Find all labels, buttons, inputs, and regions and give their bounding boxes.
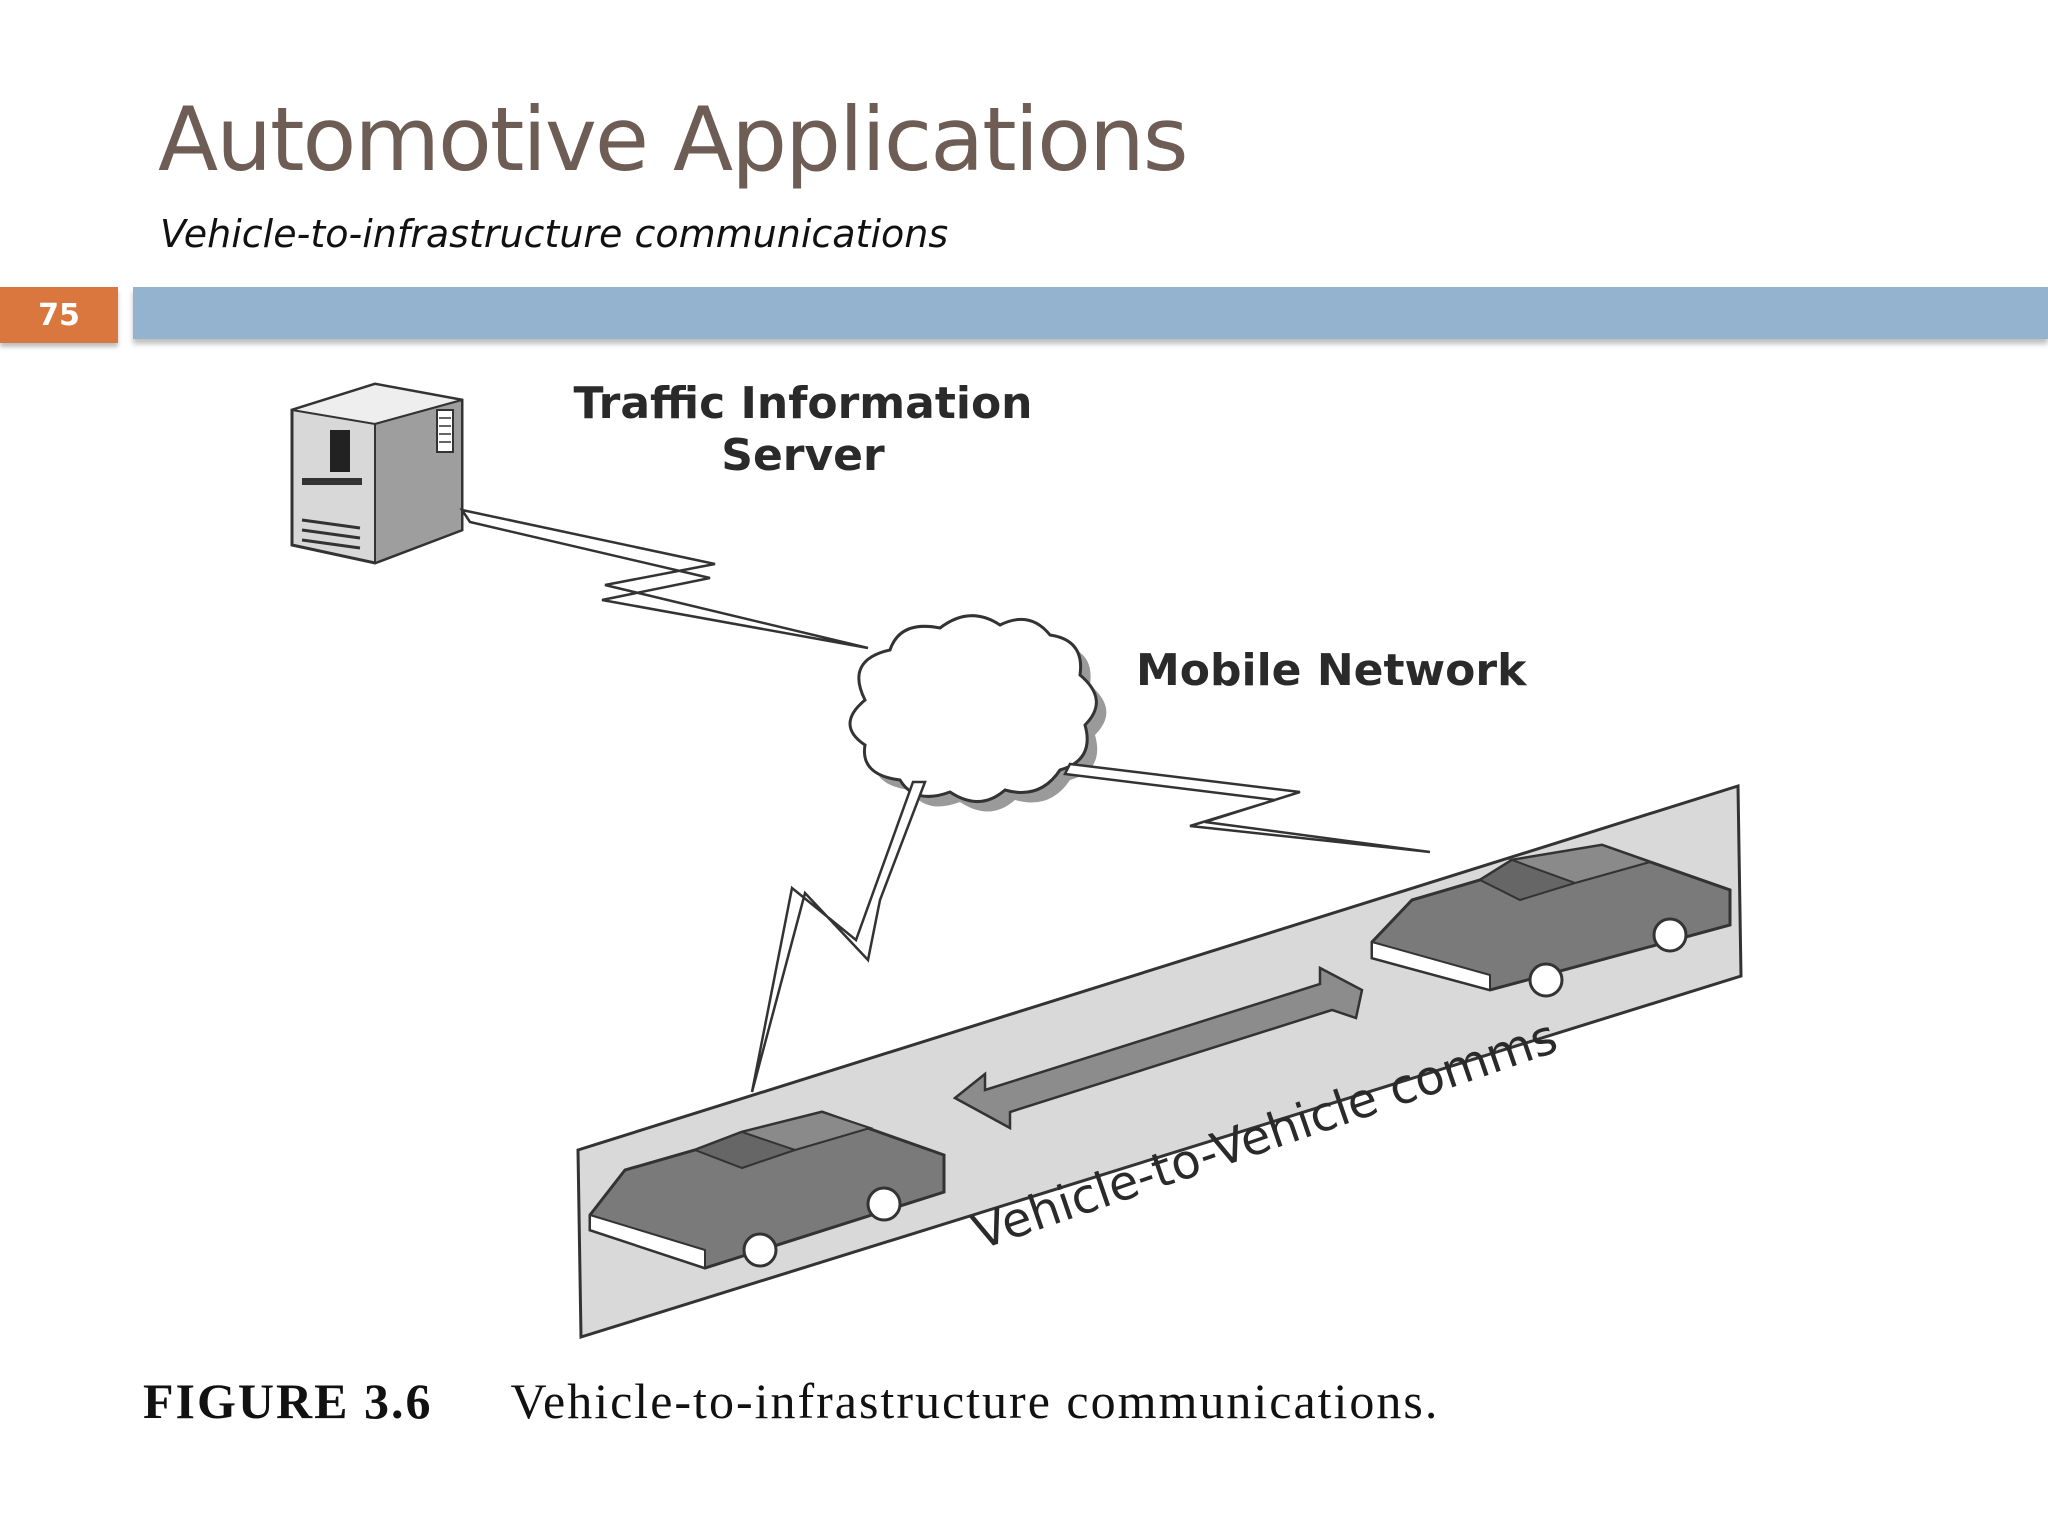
server-label-line1: Traffic Information — [573, 378, 1032, 429]
wireless-link-car-right — [1063, 762, 1431, 854]
wireless-link-server — [459, 508, 869, 650]
slide-title: Automotive Applications — [158, 88, 1189, 191]
title-divider-bar — [133, 287, 2048, 339]
figure-caption: FIGURE 3.6 Vehicle-to-infrastructure comm… — [143, 1372, 1439, 1430]
slide-subtitle: Vehicle-to-infrastructure communications — [160, 212, 949, 256]
figure-number: FIGURE 3.6 — [143, 1373, 433, 1429]
car-left-icon — [588, 1110, 946, 1270]
network-label: Mobile Network — [1136, 645, 1528, 696]
server-icon — [290, 382, 464, 565]
wireless-link-car-left — [750, 780, 927, 1093]
mobile-network-cloud-icon — [848, 614, 1107, 812]
page-number-badge: 75 — [0, 287, 118, 343]
v2v-double-arrow — [952, 965, 1364, 1131]
car-right-icon — [1370, 843, 1732, 998]
figure-caption-text: Vehicle-to-infrastructure communications… — [510, 1373, 1440, 1429]
server-label-line2: Server — [721, 430, 885, 481]
